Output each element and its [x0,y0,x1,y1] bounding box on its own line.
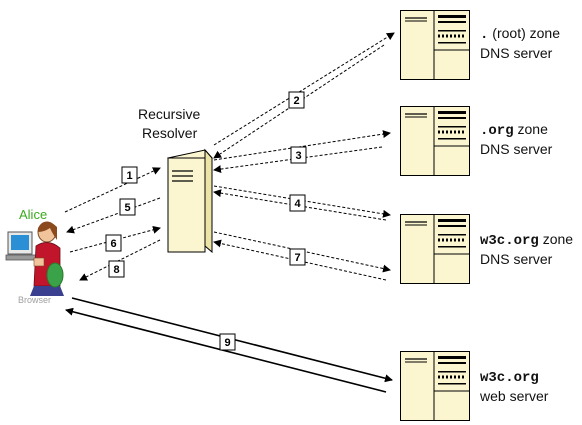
alice-label: Alice [19,207,47,222]
root-server-icon [400,10,470,80]
step-box-4: 4 [289,194,306,212]
step-box-7: 7 [289,248,306,266]
w3c-server-icon [400,214,470,284]
chair-icon [46,262,64,288]
alice-person-icon [30,221,64,296]
resolver-label-line2: Resolver [142,125,198,141]
browser-label: Browser [18,295,51,305]
resolver-tower-icon [167,148,213,254]
root-server-label-line1: . (root) zone [480,25,560,43]
step-label-5: 5 [124,202,130,214]
org-server-label-line1: .org zone [480,121,548,139]
w3c-server-code: w3c.org [480,233,539,249]
arrow-step-1 [64,167,161,213]
step-label-4: 4 [294,198,301,210]
step-box-6: 6 [105,234,122,252]
step-label-1: 1 [126,170,132,182]
org-server-zone: zone [514,121,548,137]
org-server-label-line2: DNS server [480,141,553,157]
step-box-8: 8 [108,260,125,278]
root-server-code: . [480,27,488,43]
step-label-2: 2 [293,95,299,107]
org-server-code: .org [480,123,514,139]
step-box-1: 1 [121,166,138,184]
step-label-8: 8 [113,264,119,276]
w3c-server-zone: zone [539,231,573,247]
web-server-code: w3c.org [480,370,539,386]
step-label-3: 3 [295,150,301,162]
arrow-step-3-response [213,146,383,174]
step-box-3: 3 [290,146,307,164]
root-server-label-line2: DNS server [480,45,553,61]
step-label-9: 9 [224,337,230,349]
w3c-server-label-line2: DNS server [480,251,553,267]
step-box-2: 2 [288,91,305,109]
arrow-step-5 [66,197,161,234]
step-label-6: 6 [110,238,116,250]
web-server-label-line2: web server [479,388,549,404]
alice-computer-icon [5,231,37,261]
web-server-icon [400,351,470,421]
root-server-zone: (root) zone [488,25,560,41]
step-label-7: 7 [294,252,300,264]
step-box-5: 5 [119,198,136,216]
arrow-step-9-response [65,307,387,393]
arrow-step-2-request [213,32,395,146]
arrow-step-7-response [213,239,387,281]
org-server-icon [400,106,470,176]
w3c-server-label-line1: w3c.org zone [480,231,573,249]
resolver-label-line1: Recursive [138,106,200,122]
alice-figure: Alice Browser [5,207,64,305]
step-box-9: 9 [219,333,236,351]
